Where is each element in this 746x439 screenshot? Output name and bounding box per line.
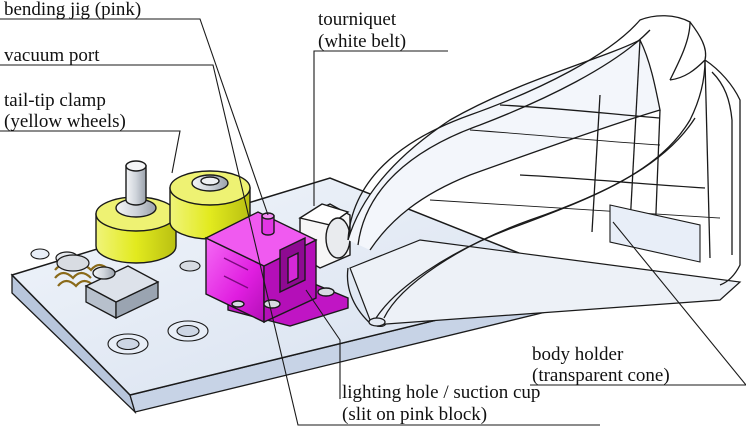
holder-edge xyxy=(591,94,601,233)
holder-rib xyxy=(499,104,661,119)
holder-funnel-right xyxy=(704,59,741,286)
holder-window xyxy=(609,204,701,263)
wheel-hub-inner xyxy=(200,176,220,186)
label-tail-tip-clamp-1: tail-tip clamp xyxy=(4,90,106,111)
jig-screw xyxy=(263,299,281,309)
labels: bending jig (pink) vacuum port tail-tip … xyxy=(4,0,670,425)
belt-roll-end xyxy=(325,217,351,259)
clamp-screw xyxy=(92,266,116,280)
label-tail-tip-clamp-2: (yellow wheels) xyxy=(4,111,126,132)
leader-vacuum-port xyxy=(0,64,600,426)
holder-rib xyxy=(469,129,661,146)
label-lighting-hole-1: lighting hole / suction cup xyxy=(342,382,540,403)
wheel-shaft-top xyxy=(125,160,147,172)
body-holder xyxy=(346,15,742,327)
vacuum-port xyxy=(261,215,275,236)
wheel-base-nut xyxy=(179,260,201,272)
yellow-wheel-left xyxy=(95,160,177,264)
holder-rim-left-inner xyxy=(357,29,651,246)
leader-tail-tip-clamp xyxy=(0,130,181,174)
spring-assembly xyxy=(54,251,110,288)
label-tourniquet-1: tourniquet xyxy=(318,9,397,30)
plate-hole-small xyxy=(30,248,50,260)
holder-edge xyxy=(704,59,711,259)
holder-trough xyxy=(347,39,661,251)
bending-jig xyxy=(204,211,349,327)
plate-hole-inner xyxy=(176,324,200,338)
leader-body-holder xyxy=(530,221,746,386)
vacuum-port-top xyxy=(261,212,275,220)
label-bending-jig: bending jig (pink) xyxy=(4,0,141,20)
label-vacuum-port: vacuum port xyxy=(4,45,100,66)
holder-rib xyxy=(429,199,721,219)
leader-lighting-hole xyxy=(305,289,341,399)
label-body-holder-1: body holder xyxy=(532,344,624,365)
holder-base-rim xyxy=(346,267,373,326)
clamp-block xyxy=(84,265,160,320)
leader-lines xyxy=(0,18,746,426)
wheel-shaft xyxy=(125,165,147,206)
holder-edge xyxy=(629,39,641,226)
holder-funnel-top xyxy=(669,21,707,81)
label-tourniquet-2: (white belt) xyxy=(318,31,406,52)
holder-mount-hole xyxy=(368,317,386,327)
label-body-holder-2: (transparent cone) xyxy=(532,365,670,386)
jig-front-groove xyxy=(223,257,249,289)
holder-funnel-inner xyxy=(711,71,733,255)
spring-cap xyxy=(56,254,90,272)
plate-hole-inner xyxy=(116,337,140,351)
jig-screw xyxy=(317,287,335,297)
leader-tourniquet xyxy=(313,50,448,206)
holder-rim-right-inner xyxy=(383,117,696,319)
leader-bending-jig xyxy=(0,18,269,216)
label-lighting-hole-2: (slit on pink block) xyxy=(342,404,487,425)
holder-floor xyxy=(349,239,742,326)
holder-rib xyxy=(519,174,706,189)
jig-screw xyxy=(231,300,245,308)
jig-slit-detail xyxy=(287,251,299,285)
